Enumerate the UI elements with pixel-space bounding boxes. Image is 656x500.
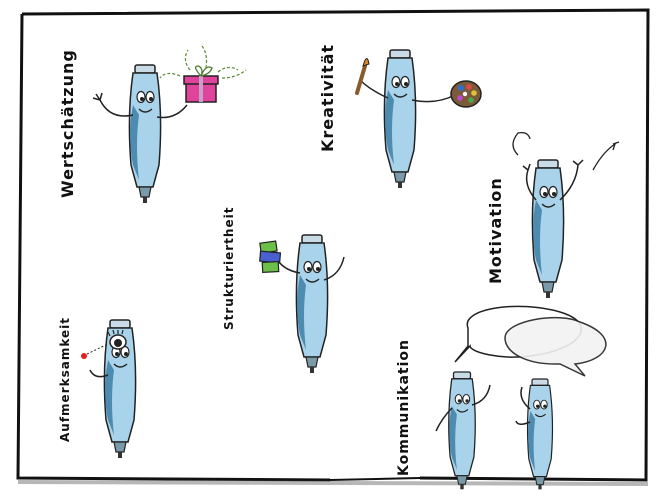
palette-icon	[450, 80, 482, 108]
speech-bubble-icon	[454, 305, 607, 377]
pen-character-kommunikation-right	[515, 378, 554, 490]
gift-icon	[159, 45, 247, 103]
pen-character-strukturiertheit	[275, 234, 345, 374]
paintbrush-icon	[355, 58, 370, 95]
label-wertschaetzung: Wertschätzung	[58, 49, 77, 198]
stacked-blocks-icon	[259, 240, 282, 274]
eye-icon	[107, 329, 127, 350]
focus-dot	[81, 353, 87, 359]
pen-character-kommunikation-left	[435, 371, 491, 490]
label-kreativitaet: Kreativität	[318, 43, 337, 152]
label-strukturiertheit: Strukturiertheit	[222, 206, 236, 330]
pen-character-motivation	[512, 131, 620, 299]
pen-character-aufmerksamkeit	[89, 319, 137, 459]
frame-border	[21, 8, 650, 482]
pen-character-wertschaetzung	[92, 64, 188, 204]
label-kommunikation: Kommunikation	[396, 339, 412, 476]
label-motivation: Motivation	[486, 177, 505, 284]
label-aufmerksamkeit: Aufmerksamkeit	[58, 317, 72, 442]
pen-character-kreativitaet	[359, 49, 456, 189]
